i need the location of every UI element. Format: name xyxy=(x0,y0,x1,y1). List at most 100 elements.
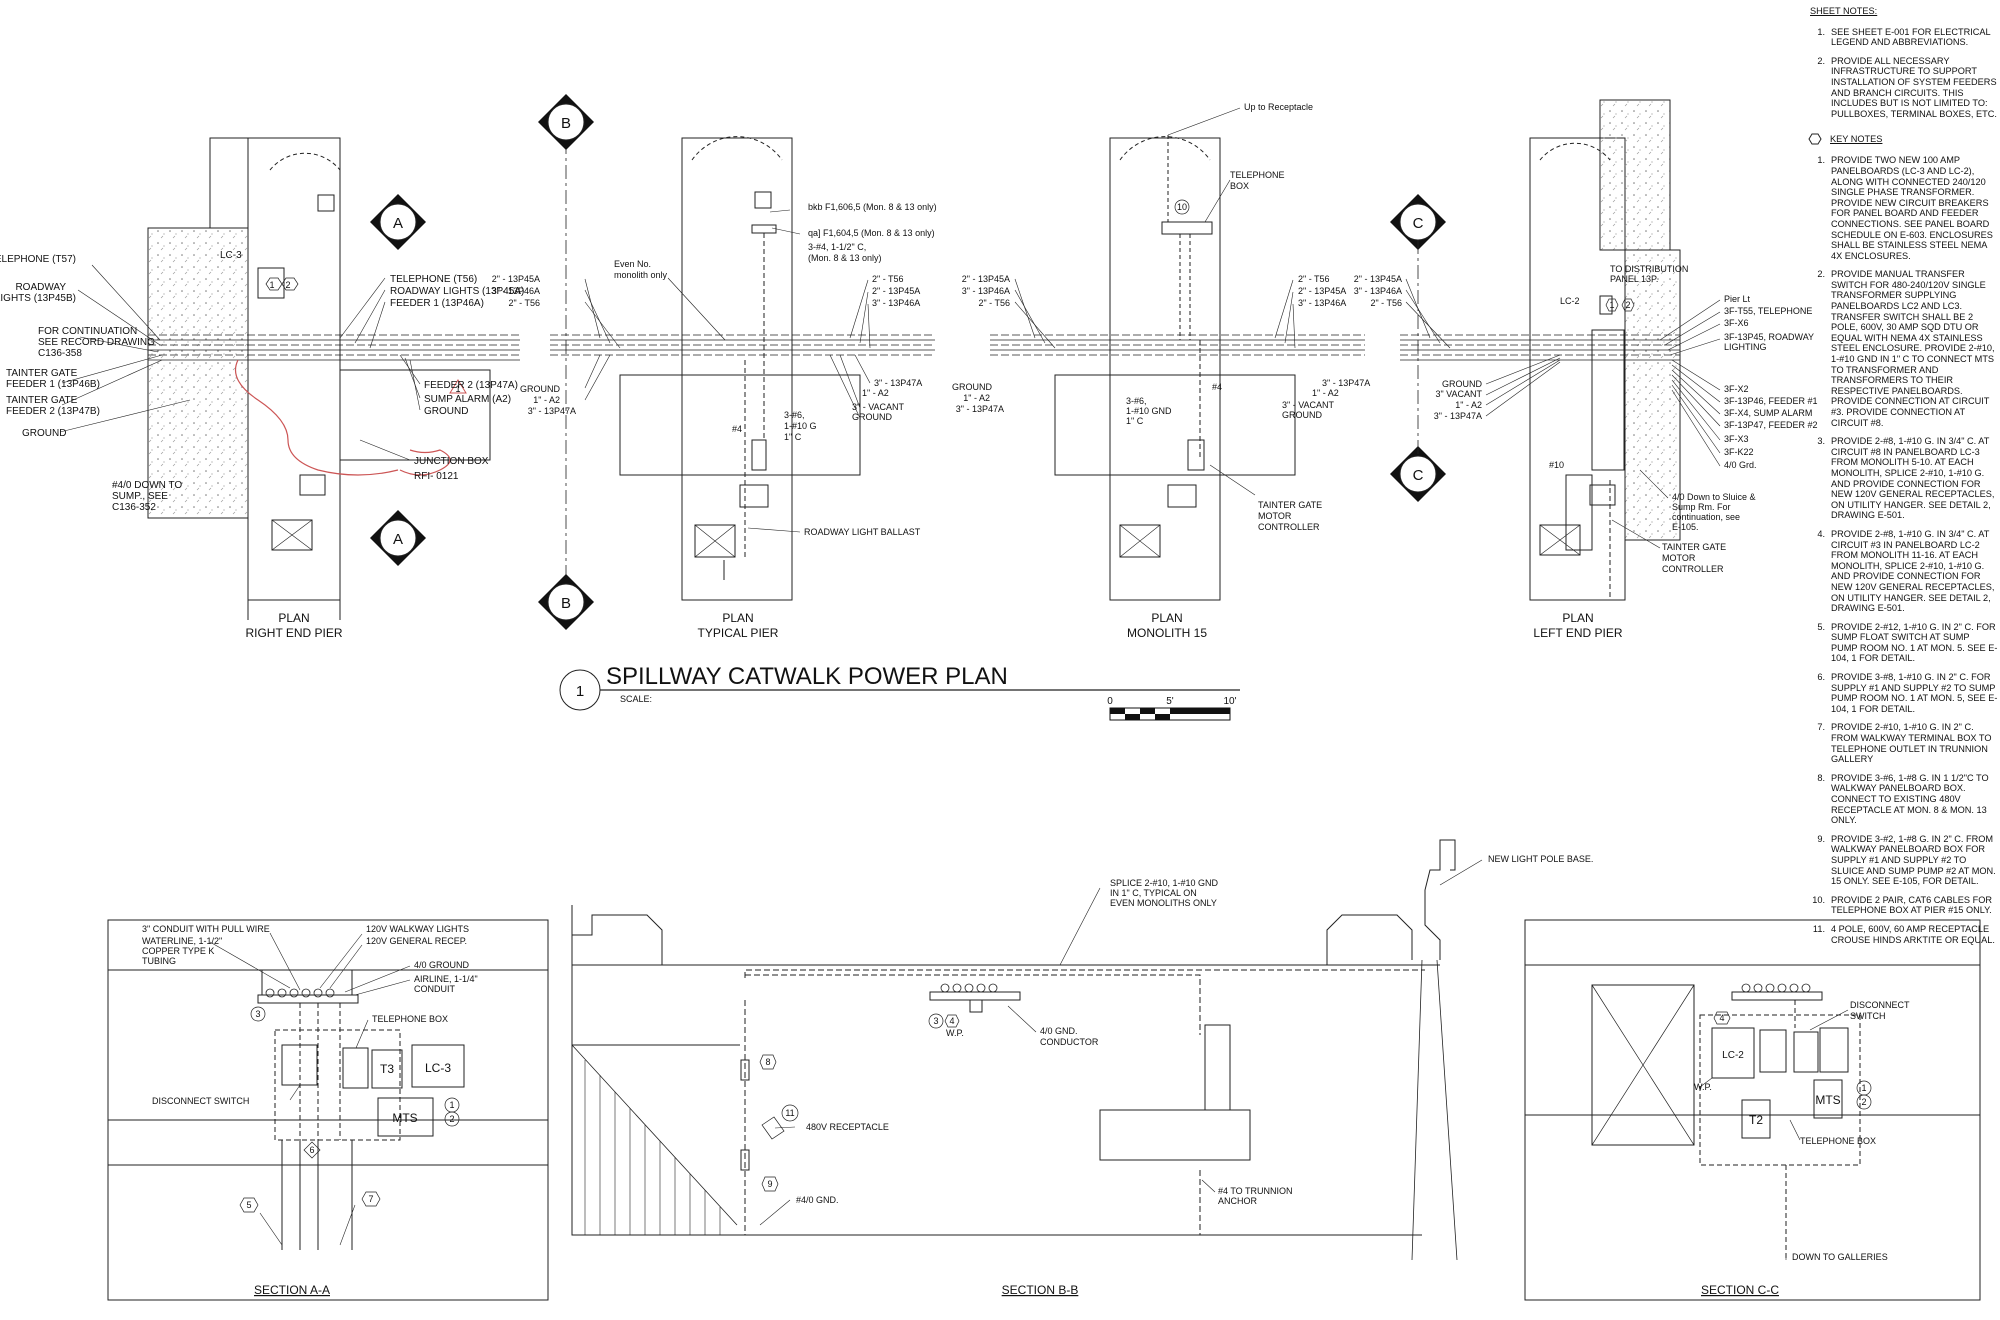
label-qa: qa] F1,604,5 (Mon. 8 & 13 only) xyxy=(808,228,935,238)
m15-inner-0: #4 xyxy=(1212,382,1222,392)
section-b-b-leaders xyxy=(759,859,1483,1226)
key-note-text: PROVIDE MANUAL TRANSFER SWITCH FOR 480-2… xyxy=(1831,269,1995,428)
plan-title-right-end: PLAN xyxy=(278,611,309,625)
section-marker-b-bottom: B xyxy=(538,574,594,630)
label-box: BOX xyxy=(1230,181,1249,191)
m15-left-1: 3" - 13P46A xyxy=(962,286,1010,296)
saa-box-mts: MTS xyxy=(392,1111,417,1125)
label-roadway-light-ballast: ROADWAY LIGHT BALLAST xyxy=(804,527,921,537)
key-note-text: PROVIDE TWO NEW 100 AMP PANELBOARDS (LC-… xyxy=(1831,155,1993,261)
plan-left-end-pier xyxy=(1400,99,1681,601)
sbb-tag-8: 8 xyxy=(765,1057,770,1067)
saa-label-10: DISCONNECT SWITCH xyxy=(152,1096,249,1106)
le-right-0: Pier Lt xyxy=(1724,294,1751,304)
scc-label-0: DISCONNECT xyxy=(1850,1000,1910,1010)
key-note-text: PROVIDE 2-#12, 1-#10 G. IN 2" C. FOR SUM… xyxy=(1831,621,1998,664)
tp-right-0: 2" - T56 xyxy=(872,274,904,284)
plan-title-monolith: PLAN xyxy=(1151,611,1182,625)
le-bottom-4: TAINTER GATE xyxy=(1662,542,1726,552)
tp-left-4: 1" - A2 xyxy=(533,395,560,405)
tp-right-4: 1" - A2 xyxy=(862,388,889,398)
key-note-num: 11. xyxy=(1812,923,1825,934)
scc-tag-1: 1 xyxy=(1861,1083,1866,1093)
key-note-6: 6.PROVIDE 3-#8, 1-#10 G. IN 2" C. FOR SU… xyxy=(1808,672,1998,714)
tp-left-0: 2" - 13P45A xyxy=(492,274,540,284)
label-telephone-t57: TELEPHONE (T57) xyxy=(0,254,76,265)
scc-box-t2: T2 xyxy=(1749,1113,1763,1127)
saa-label-4: 120V WALKWAY LIGHTS xyxy=(366,924,469,934)
label-c136-352: C136-352 xyxy=(112,502,156,513)
sbb-label-5: CONDUCTOR xyxy=(1040,1037,1099,1047)
saa-label-7: AIRLINE, 1-1/4" xyxy=(414,974,478,984)
le-tag-1: 1 xyxy=(1609,300,1614,310)
section-marker-a-bottom: A xyxy=(370,510,426,566)
scc-tag-4: 4 xyxy=(1719,1013,1724,1023)
sbb-tag-9: 9 xyxy=(767,1179,772,1189)
key-note-text: PROVIDE 2 PAIR, CAT6 CABLES FOR TELEPHON… xyxy=(1831,894,1992,916)
scc-label-1: SWITCH xyxy=(1850,1011,1886,1021)
label-feeder-1a: FEEDER 1 (13P46A) xyxy=(390,298,484,309)
typical-pier-text: bkb F1,606,5 (Mon. 8 & 13 only) qa] F1,6… xyxy=(492,202,937,537)
saa-tag-7: 7 xyxy=(368,1194,373,1204)
saa-tag-3: 3 xyxy=(255,1009,260,1019)
key-note-text: PROVIDE 2-#8, 1-#10 G. IN 3/4" C. AT CIR… xyxy=(1831,528,1995,614)
key-note-9: 9.PROVIDE 3-#2, 1-#8 G. IN 2" C. FROM WA… xyxy=(1808,834,1998,887)
left-end-pier-text: TO DISTRIBUTION PANEL 13P. LC-2 1 2 2" -… xyxy=(1354,264,1818,574)
left-end-pier-leaders xyxy=(1405,278,1721,549)
tp-right-2: 3" - 13P46A xyxy=(872,298,920,308)
le-right-4: LIGHTING xyxy=(1724,342,1767,352)
sbb-label-8: #4/0 GND. xyxy=(796,1195,839,1205)
typical-pier-leaders xyxy=(584,209,871,533)
tp-inner-3: 1" C xyxy=(784,432,802,442)
m15-right-1: 2" - 13P45A xyxy=(1298,286,1346,296)
plan-title-typical: PLAN xyxy=(722,611,753,625)
scc-tag-shapes xyxy=(1713,1011,1872,1110)
m15-right-0: 2" - T56 xyxy=(1298,274,1330,284)
m15-left-0: 2" - 13P45A xyxy=(962,274,1010,284)
m15-bottom-2: CONTROLLER xyxy=(1258,522,1320,532)
key-note-2: 2.PROVIDE MANUAL TRANSFER SWITCH FOR 480… xyxy=(1808,269,1998,428)
sbb-label-2: EVEN MONOLITHS ONLY xyxy=(1110,898,1217,908)
le-tag-2: 2 xyxy=(1625,300,1630,310)
right-end-pier-tag-hexes xyxy=(265,277,299,291)
saa-label-0: 3" CONDUIT WITH PULL WIRE xyxy=(142,924,270,934)
le-top-0: TO DISTRIBUTION xyxy=(1610,264,1688,274)
sbb-label-9: #4 TO TRUNNION xyxy=(1218,1186,1293,1196)
key-note-num: 3. xyxy=(1817,436,1825,447)
saa-label-5: 120V GENERAL RECEP. xyxy=(366,936,467,946)
sheet-note-num: 2. xyxy=(1817,55,1825,66)
tp-left-2: 2" - T56 xyxy=(508,298,540,308)
label-sump-see: SUMP., SEE xyxy=(112,491,168,502)
sheet-note-2: 2. PROVIDE ALL NECESSARY INFRASTRUCTURE … xyxy=(1808,56,1998,120)
le-right-5: 3F-X2 xyxy=(1724,384,1749,394)
sbb-label-0: SPLICE 2-#10, 1-#10 GND xyxy=(1110,878,1219,888)
le-top-1: PANEL 13P. xyxy=(1610,274,1658,284)
panel-lc3-label: LC-3 xyxy=(220,250,242,261)
saa-label-9: TELEPHONE BOX xyxy=(372,1014,448,1024)
label-mon-only: (Mon. 8 & 13 only) xyxy=(808,253,882,263)
saa-tag-2: 2 xyxy=(449,1114,454,1124)
scale-tick-5: 5' xyxy=(1166,696,1174,707)
le-bottom-1: Sump Rm. For xyxy=(1672,502,1731,512)
le-left-3: GROUND xyxy=(1442,379,1482,389)
label-tainter-gate-2: TAINTER GATE xyxy=(6,395,78,406)
label-tainter-gate-1: TAINTER GATE xyxy=(6,368,78,379)
section-a-a xyxy=(107,919,549,1301)
marker-b-text: B xyxy=(561,115,571,132)
saa-box-lc3: LC-3 xyxy=(425,1061,451,1075)
caption-section-aa: SECTION A-A xyxy=(254,1283,330,1297)
scale-tick-0: 0 xyxy=(1107,696,1113,707)
label-bkb: bkb F1,606,5 (Mon. 8 & 13 only) xyxy=(808,202,937,212)
marker-c-text: C xyxy=(1413,215,1424,232)
scc-box-mts: MTS xyxy=(1815,1093,1840,1107)
saa-label-1: WATERLINE, 1-1/2" xyxy=(142,936,222,946)
caption-section-cc: SECTION C-C xyxy=(1701,1283,1779,1297)
le-right-11: 4/0 Grd. xyxy=(1724,460,1757,470)
title-number: 1 xyxy=(576,683,584,700)
section-a-a-text: 3" CONDUIT WITH PULL WIRE WATERLINE, 1-1… xyxy=(142,924,478,1210)
m15-left-5: 3" - 13P47A xyxy=(956,404,1004,414)
sbb-label-3: NEW LIGHT POLE BASE. xyxy=(1488,854,1593,864)
m15-right-4: 1" - A2 xyxy=(1312,388,1339,398)
m15-inner-2: 1-#10 GND xyxy=(1126,406,1172,416)
